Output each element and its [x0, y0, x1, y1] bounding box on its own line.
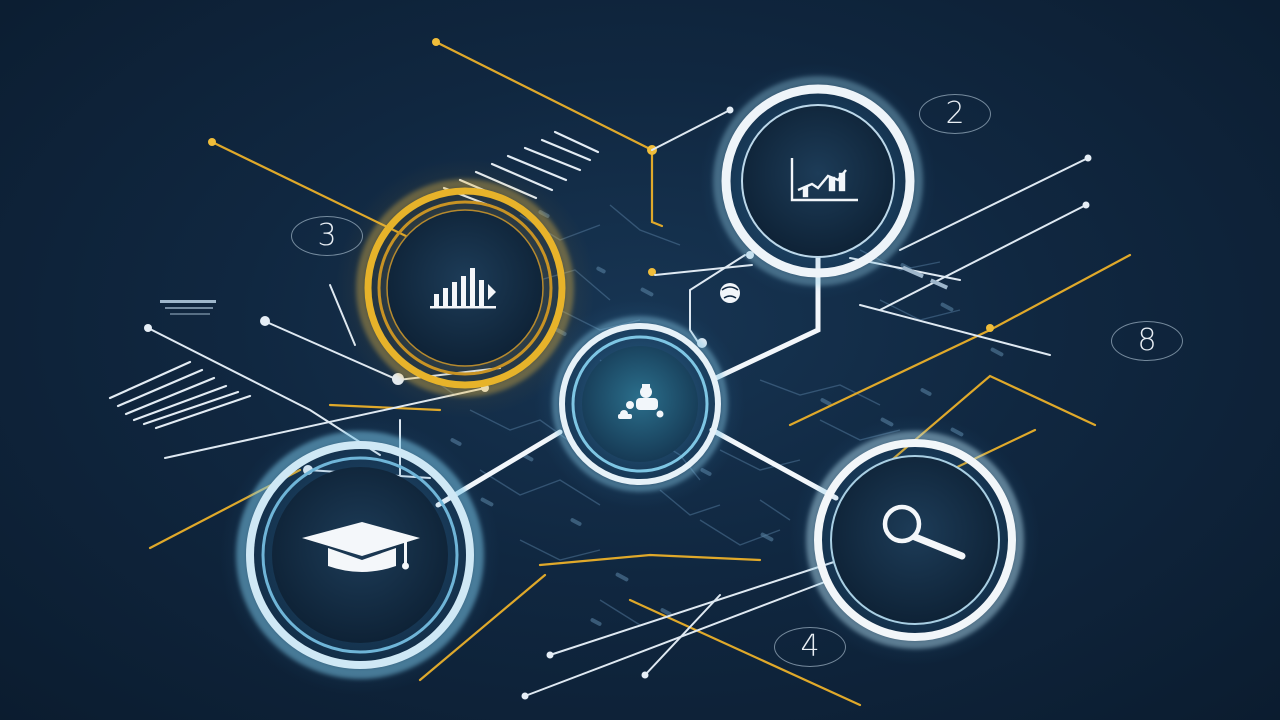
step-8-number: 8: [1137, 323, 1157, 358]
magnifier-icon: [882, 504, 966, 560]
node-search[interactable]: [790, 415, 1040, 665]
node-line-chart[interactable]: [700, 63, 936, 299]
globe-icon: [720, 283, 740, 303]
line-chart-icon: [790, 158, 858, 202]
bar-chart-icon: [430, 268, 496, 309]
node-center-hub[interactable]: [535, 299, 745, 509]
node-graduation[interactable]: [220, 415, 500, 695]
step-8-badge: 8: [1111, 321, 1183, 361]
step-4-number: 4: [800, 629, 820, 664]
step-2-badge: 2: [919, 94, 991, 134]
graduation-cap-icon: [302, 522, 420, 572]
step-4-badge: 4: [774, 627, 846, 667]
node-bar-chart[interactable]: [335, 158, 595, 418]
small-text-marks: [160, 265, 949, 315]
step-2-number: 2: [945, 96, 965, 131]
cluster-icon: [618, 384, 664, 419]
step-3-number: 3: [317, 218, 337, 253]
stripe-group-left: [108, 360, 252, 430]
step-3-badge: 3: [291, 216, 363, 256]
